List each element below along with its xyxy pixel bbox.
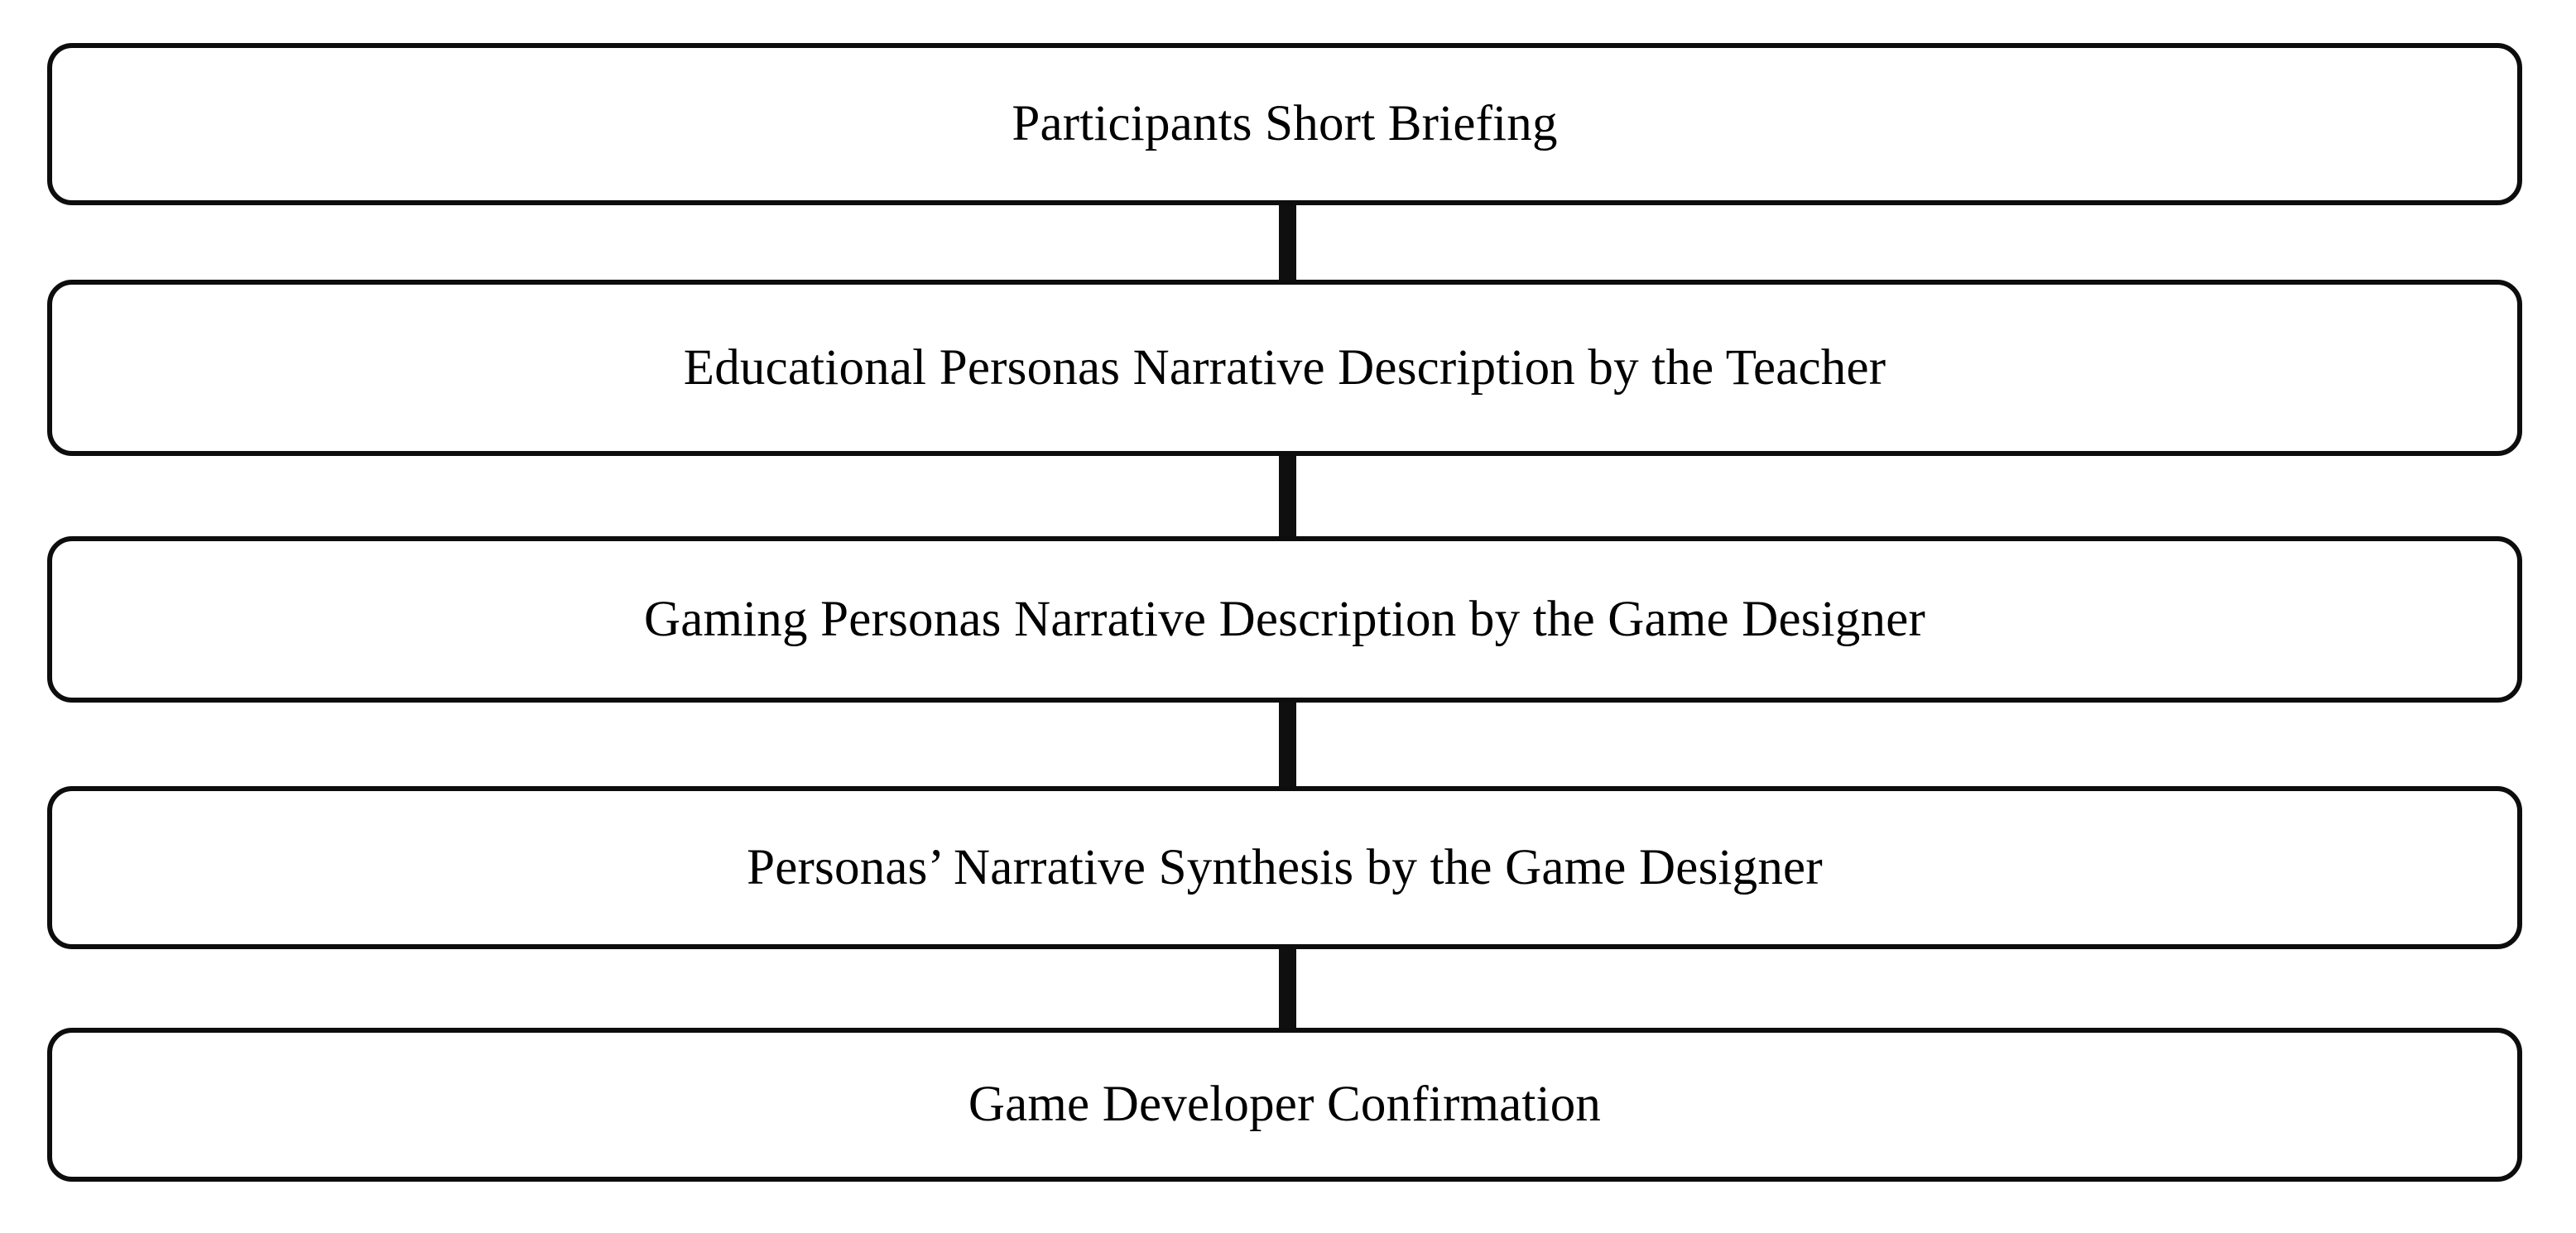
flow-node-label: Participants Short Briefing [1012, 96, 1558, 152]
flow-node-label: Gaming Personas Narrative Description by… [643, 591, 1925, 647]
flow-node-label: Game Developer Confirmation [968, 1077, 1602, 1133]
flow-node-label: Educational Personas Narrative Descripti… [683, 339, 1886, 396]
flow-node-personas-narrative-synthesis[interactable]: Personas’ Narrative Synthesis by the Gam… [47, 786, 2522, 949]
flow-node-participants-short-briefing[interactable]: Participants Short Briefing [47, 43, 2522, 205]
flow-node-gaming-personas-narrative-description[interactable]: Gaming Personas Narrative Description by… [47, 536, 2522, 703]
flow-connector-0 [1279, 202, 1296, 283]
flow-connector-2 [1279, 699, 1296, 789]
flow-connector-1 [1279, 453, 1296, 540]
flow-node-educational-personas-narrative-description[interactable]: Educational Personas Narrative Descripti… [47, 280, 2522, 456]
flow-node-game-developer-confirmation[interactable]: Game Developer Confirmation [47, 1028, 2522, 1182]
flow-connector-3 [1279, 946, 1296, 1031]
flow-node-label: Personas’ Narrative Synthesis by the Gam… [747, 839, 1823, 895]
